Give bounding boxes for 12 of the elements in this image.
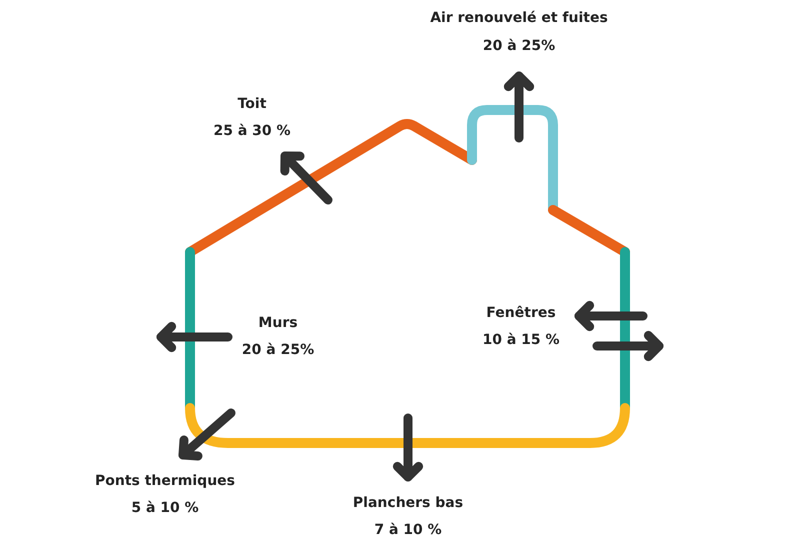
percentage-text: 5 à 10 % bbox=[131, 500, 199, 516]
percentage-text: 20 à 25% bbox=[242, 342, 314, 358]
percentage-text: 7 à 10 % bbox=[374, 522, 442, 538]
percentage-text: 10 à 15 % bbox=[482, 332, 560, 348]
label-text: Toit bbox=[238, 96, 266, 112]
label-text: Ponts thermiques bbox=[95, 473, 235, 489]
percentage-text: 25 à 30 % bbox=[213, 123, 291, 139]
label-text: Air renouvelé et fuites bbox=[430, 10, 608, 26]
label-text: Fenêtres bbox=[486, 305, 556, 321]
label-text: Planchers bas bbox=[352, 495, 464, 511]
label-text: Murs bbox=[258, 315, 298, 331]
percentage-text: 20 à 25% bbox=[482, 38, 556, 54]
